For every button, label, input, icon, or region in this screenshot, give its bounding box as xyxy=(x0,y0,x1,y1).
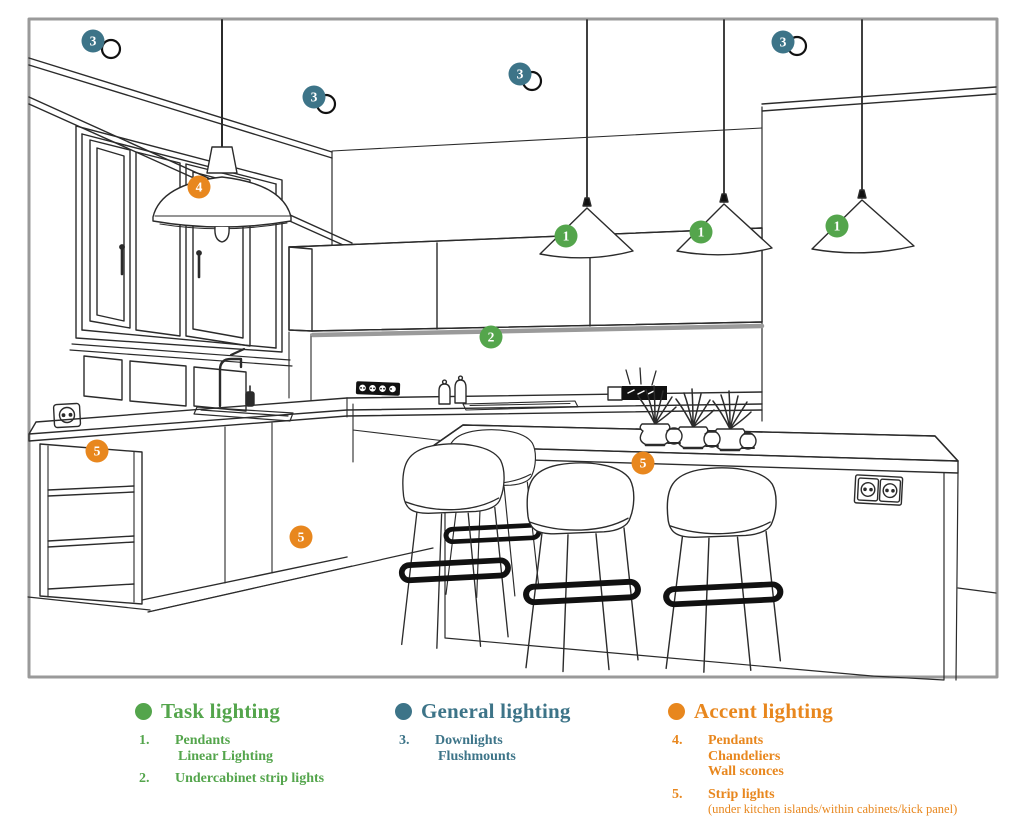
legend-item: 1. Pendants Linear Lighting xyxy=(139,733,274,764)
marker-3-ceiling-downlight-4: 3 xyxy=(771,30,795,54)
sink-faucet xyxy=(193,347,294,422)
bar-stool xyxy=(523,462,641,673)
legend-title: Accent lighting xyxy=(694,699,833,723)
task-lighting-dot-icon xyxy=(135,703,152,720)
drawing-frame xyxy=(27,17,999,679)
general-lighting-dot-icon xyxy=(395,703,412,720)
accent-lighting-dot-icon xyxy=(668,703,685,720)
knife-block xyxy=(607,367,667,401)
marker-1-cone-pendant-3: 1 xyxy=(825,214,849,238)
legend-task-lighting: Task lighting 1. Pendants Linear Lightin… xyxy=(135,699,324,794)
upper-cabinets xyxy=(288,227,765,401)
legend-item: 2. Undercabinet strip lights xyxy=(139,771,325,786)
legend-title: Task lighting xyxy=(161,699,281,723)
marker-3-ceiling-downlight-3: 3 xyxy=(508,62,532,86)
marker-3-ceiling-downlight-2: 3 xyxy=(302,85,326,109)
outlet-strip-icon xyxy=(355,381,401,396)
undercabinet-light-strip xyxy=(310,323,765,338)
jar-icon xyxy=(665,427,683,445)
power-outlet-icon xyxy=(853,474,904,506)
marker-2-undercabinet-strip: 2 xyxy=(479,325,503,349)
cone-pendant-lamp xyxy=(811,19,915,254)
marker-1-cone-pendant-2: 1 xyxy=(689,220,713,244)
bar-stool xyxy=(663,467,784,673)
legend-title: General lighting xyxy=(421,699,571,723)
marker-3-ceiling-downlight-1: 3 xyxy=(81,29,105,53)
base-cabinets-left xyxy=(27,422,434,613)
jar-icon xyxy=(703,430,721,448)
legend-accent-lighting: Accent lighting 4. Pendants Chandeliers … xyxy=(668,699,957,823)
salt-pepper-shakers xyxy=(438,375,467,405)
legend-item: 3. Downlights Flushmounts xyxy=(399,733,516,764)
legend-item: 4. Pendants Chandeliers Wall sconces xyxy=(672,733,784,779)
window xyxy=(69,125,293,412)
potted-plants xyxy=(637,385,757,452)
bar-stool xyxy=(398,443,511,649)
cooktop xyxy=(462,400,579,411)
legend-item-note: (under kitchen islands/within cabinets/k… xyxy=(708,802,958,816)
marker-4-barn-pendant-over-sink: 4 xyxy=(187,175,211,199)
power-outlet-icon xyxy=(52,402,82,429)
marker-5-open-shelf-strip: 5 xyxy=(85,439,109,463)
legend-item: 5. Strip lights (under kitchen islands/w… xyxy=(672,786,958,817)
marker-5-base-cabinet-strip: 5 xyxy=(289,525,313,549)
marker-1-cone-pendant-1: 1 xyxy=(554,224,578,248)
jar-icon xyxy=(739,432,757,450)
marker-5-island-strip: 5 xyxy=(631,451,655,475)
legend-general-lighting: General lighting 3. Downlights Flushmoun… xyxy=(395,699,571,771)
